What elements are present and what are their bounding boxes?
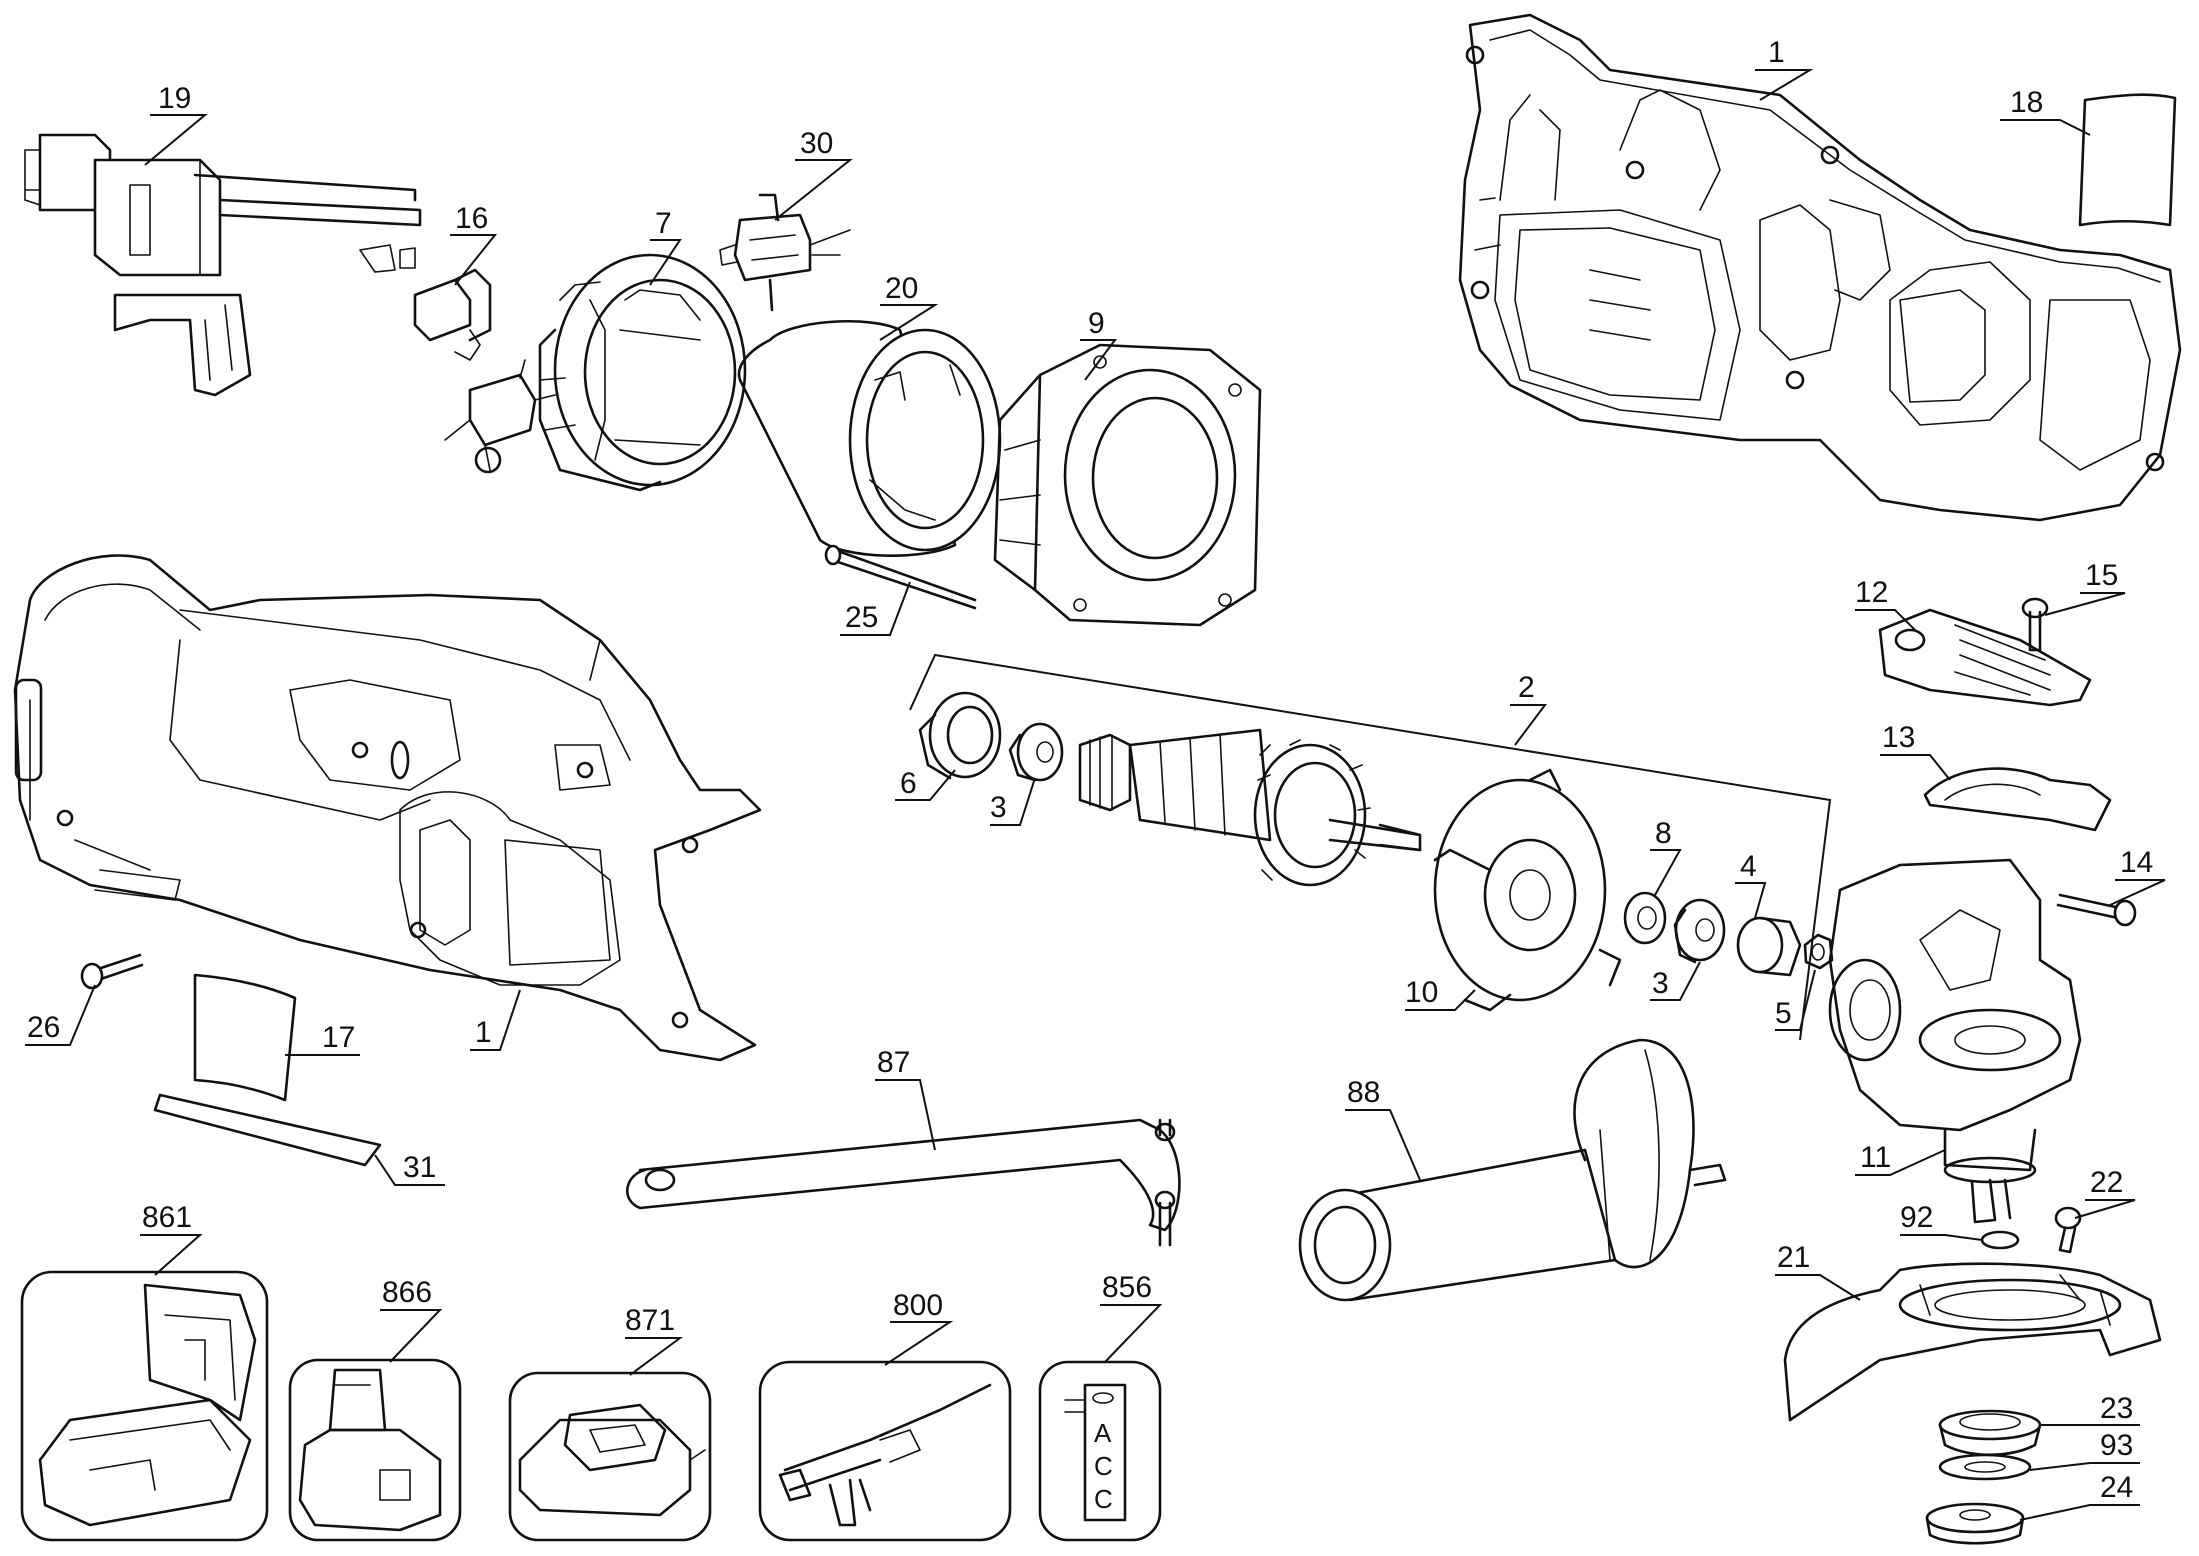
part-7-brush-ring	[538, 253, 747, 492]
part-88-side-handle	[1298, 1038, 1727, 1302]
label-13: 13	[1882, 721, 1915, 754]
part-2-bracket-line	[909, 653, 1832, 1041]
label-856: 856	[1102, 1271, 1152, 1304]
part-22-spindle-lock	[2054, 1206, 2082, 1254]
part-18-label	[2078, 93, 2177, 227]
label-11: 11	[1860, 1141, 1891, 1174]
label-8: 8	[1655, 817, 1672, 850]
label-10: 10	[1405, 976, 1438, 1009]
label-3-a: 3	[990, 791, 1007, 824]
label-15: 15	[2085, 559, 2118, 592]
part-9-end-bell	[993, 343, 1262, 627]
label-88: 88	[1347, 1076, 1380, 1109]
box-861-kit-case	[20, 1270, 269, 1542]
label-3-b: 3	[1652, 967, 1669, 1000]
box-866-battery	[288, 1358, 462, 1542]
label-1-bottom: 1	[475, 1016, 492, 1049]
part-87-spanner-wrench	[625, 1118, 1181, 1247]
part-20-field	[737, 320, 1002, 557]
label-7: 7	[655, 207, 672, 240]
part-16-brush	[413, 268, 492, 361]
label-9: 9	[1088, 307, 1105, 340]
part-21-guard	[1783, 1262, 2162, 1422]
part-3-washer-b	[1673, 898, 1726, 964]
box-856-accessory-card: A C C	[1038, 1360, 1162, 1542]
part-brush-holder-lower	[444, 359, 556, 474]
label-22: 22	[2090, 1166, 2123, 1199]
label-21: 21	[1777, 1241, 1810, 1274]
label-31: 31	[403, 1151, 436, 1184]
label-861: 861	[142, 1201, 192, 1234]
label-6: 6	[900, 767, 917, 800]
part-31-label-strip	[153, 1093, 382, 1167]
label-92: 92	[1900, 1201, 1933, 1234]
part-13-clip	[1923, 767, 2112, 832]
label-866: 866	[382, 1276, 432, 1309]
part-92-o-ring	[1980, 1230, 2020, 1250]
card-856-letter-1: A	[1094, 1418, 1112, 1448]
part-26-screw	[80, 953, 144, 990]
label-4: 4	[1740, 850, 1757, 883]
label-18: 18	[2010, 86, 2043, 119]
part-1-housing-assembled	[13, 554, 762, 1062]
label-19: 19	[158, 82, 191, 115]
label-5: 5	[1775, 997, 1792, 1030]
label-871: 871	[625, 1304, 675, 1337]
part-11-gear-case	[1828, 858, 2082, 1224]
part-8-washer	[1623, 891, 1667, 945]
label-87: 87	[877, 1046, 910, 1079]
part-15-screw	[2021, 597, 2049, 652]
part-93-washer	[1938, 1453, 2032, 1481]
label-24: 24	[2100, 1471, 2133, 1504]
part-23-flange	[1938, 1409, 2042, 1457]
part-24-nut	[1925, 1502, 2025, 1545]
label-1-top: 1	[1768, 36, 1785, 69]
part-10-plate	[1433, 768, 1622, 1012]
part-3-washer-a	[1008, 722, 1064, 782]
label-30: 30	[800, 127, 833, 160]
label-14: 14	[2120, 846, 2153, 879]
part-19-switch	[24, 133, 422, 397]
part-2-armature	[1078, 728, 1422, 887]
label-17: 17	[322, 1021, 355, 1054]
part-30-brush-holder	[719, 193, 851, 312]
part-25-screw	[824, 544, 977, 610]
card-856-letter-2: C	[1094, 1451, 1113, 1481]
label-12: 12	[1855, 576, 1888, 609]
part-1-housing-top	[1458, 13, 2182, 522]
label-16: 16	[455, 202, 488, 235]
part-14-screw	[2056, 893, 2137, 927]
callouts: 1 18 19 30 16 7 20 9 25 12 15 13	[25, 36, 2166, 1521]
label-800: 800	[893, 1289, 943, 1322]
label-26: 26	[27, 1011, 60, 1044]
label-20: 20	[885, 272, 918, 305]
label-25: 25	[845, 601, 878, 634]
card-856-letter-3: C	[1094, 1484, 1113, 1514]
label-23: 23	[2100, 1392, 2133, 1425]
box-871-charger	[508, 1371, 712, 1542]
part-17-label	[193, 973, 297, 1102]
part-4-bearing	[1736, 916, 1802, 977]
part-6-bearing	[918, 691, 1002, 780]
box-800-glue-gun	[758, 1360, 1012, 1542]
label-2: 2	[1518, 671, 1535, 704]
part-5-nut	[1803, 933, 1834, 970]
part-12-cover	[1878, 608, 2092, 707]
label-93: 93	[2100, 1429, 2133, 1462]
